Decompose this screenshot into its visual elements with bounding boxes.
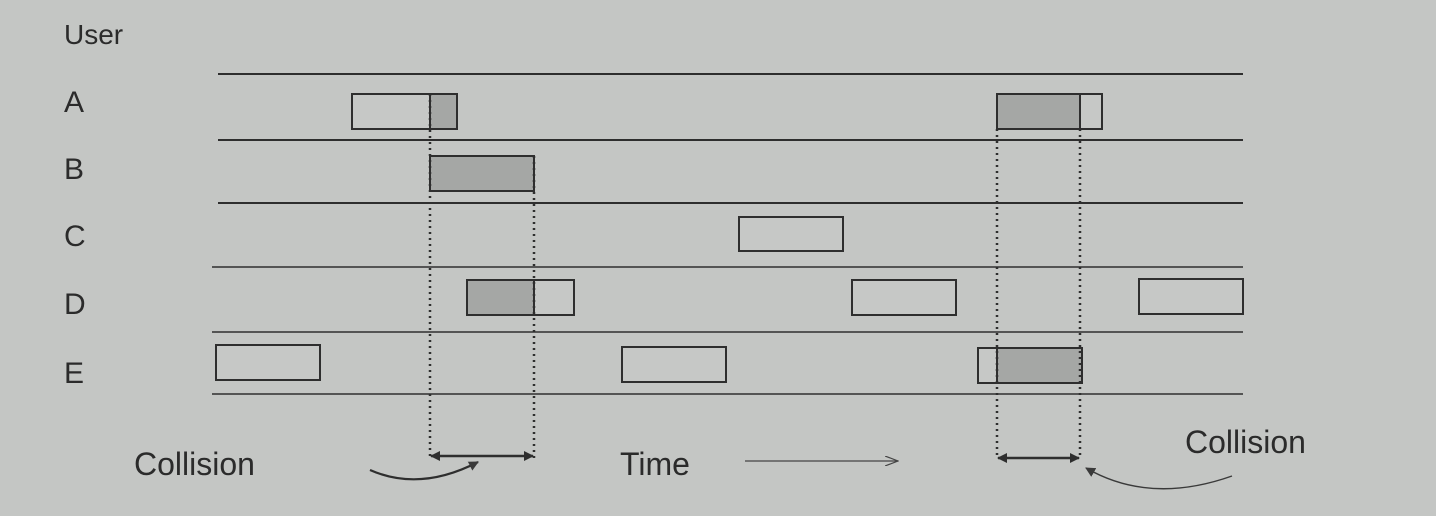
collision-label-right: Collision bbox=[1185, 424, 1306, 460]
frames-user-b bbox=[429, 155, 535, 192]
user-axis-label: User bbox=[64, 19, 124, 50]
frames-user-c bbox=[738, 216, 844, 252]
time-label: Time bbox=[620, 446, 690, 482]
frame-overlap bbox=[429, 93, 458, 130]
frames-user-d bbox=[466, 278, 1244, 316]
frame bbox=[1138, 278, 1244, 315]
frame-overlap bbox=[466, 279, 535, 316]
frame bbox=[738, 216, 844, 252]
collision-guides bbox=[428, 94, 1082, 458]
user-label-c: C bbox=[64, 220, 86, 253]
collision-label-left: Collision bbox=[134, 446, 255, 482]
frame bbox=[851, 279, 957, 316]
user-label-b: B bbox=[64, 153, 85, 186]
frames-user-e bbox=[215, 344, 1083, 384]
collision-pointer-right bbox=[1085, 467, 1233, 490]
frame bbox=[621, 346, 727, 383]
frame bbox=[215, 344, 321, 381]
frames-user-a bbox=[351, 93, 1103, 130]
frame-overlap bbox=[996, 93, 1081, 130]
lane-lines bbox=[212, 73, 1243, 395]
collision-pointer-left bbox=[369, 461, 479, 481]
user-label-a: A bbox=[64, 86, 85, 119]
frame-collided bbox=[429, 155, 535, 192]
user-label-d: D bbox=[64, 288, 86, 321]
user-label-e: E bbox=[64, 357, 85, 390]
frame-overlap bbox=[996, 347, 1083, 384]
